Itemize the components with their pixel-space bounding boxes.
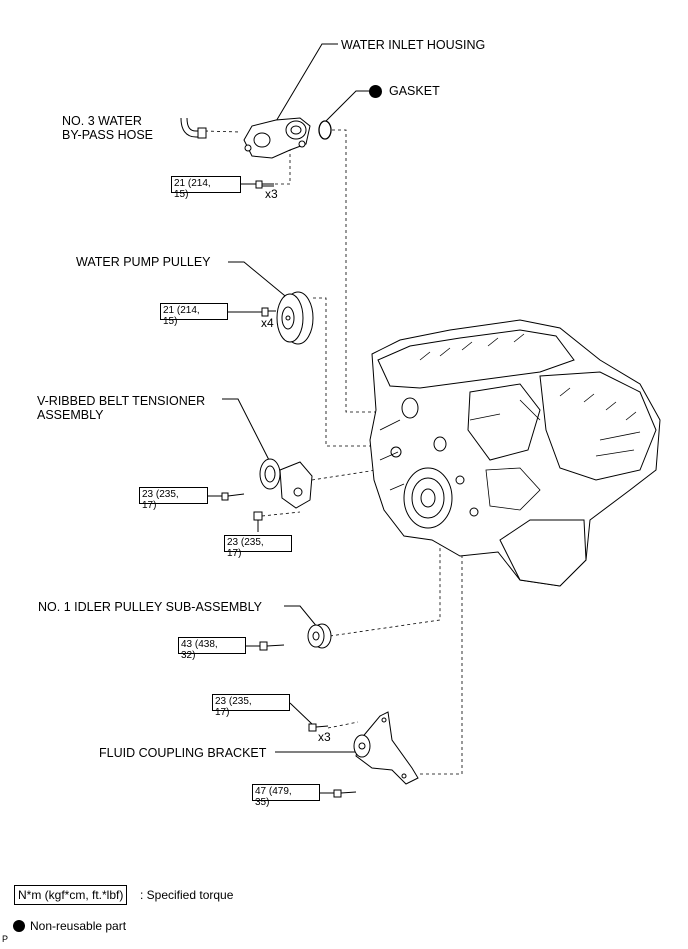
water-pump-pulley-part	[276, 291, 314, 345]
idler-bolt	[259, 641, 285, 651]
dash-pulley	[313, 297, 410, 447]
dash-bracket	[420, 520, 463, 775]
idler-pulley-part	[307, 623, 332, 649]
pulley-bolt	[261, 307, 276, 317]
label-belt-tensioner-line1: V-RIBBED BELT TENSIONER	[37, 394, 206, 408]
engine-details	[379, 333, 641, 511]
leader-tensioner	[222, 398, 271, 463]
torque-value-cont: 15)	[174, 189, 189, 200]
non-reusable-marker-gasket	[369, 85, 382, 98]
legend-non-reusable-dot	[13, 920, 25, 932]
torque-box-inlet-housing: 21 (214, 15)	[171, 176, 241, 200]
engine-block	[369, 319, 661, 587]
torque-box-tensioner-b: 23 (235, 17)	[224, 535, 292, 559]
torque-value-cont: 17)	[215, 707, 230, 718]
tensioner-bolt-b	[253, 511, 263, 532]
torque-box-idler: 43 (438, 32)	[178, 637, 246, 661]
dash-inlet-bolt	[275, 150, 291, 185]
leader-idler	[284, 605, 319, 629]
torque-box-pump-pulley: 21 (214, 15)	[160, 303, 228, 327]
label-bypass-hose-line2: BY-PASS HOSE	[62, 128, 154, 142]
corner-mark: P	[2, 934, 9, 944]
qty-bracket: x3	[318, 730, 331, 744]
dash-tens-bolt	[261, 511, 301, 517]
qty-pump-pulley: x4	[261, 316, 274, 330]
label-bypass-hose-line1: NO. 3 WATER	[62, 114, 142, 128]
tensioner-bolt-a	[221, 492, 245, 501]
torque-box-bracket-a: 23 (235, 17)	[212, 694, 290, 718]
torque-value: 21 (214,	[163, 305, 200, 316]
torque-value: 21 (214,	[174, 178, 211, 189]
dash-idler	[329, 520, 441, 637]
water-inlet-housing-part	[243, 117, 311, 159]
legend-torque-box: N*m (kgf*cm, ft.*lbf)	[14, 885, 128, 905]
torque-value: 43 (438,	[181, 639, 218, 650]
dash-hose	[204, 130, 241, 133]
gasket-part	[318, 120, 332, 140]
bracket-bolt-a	[308, 723, 329, 732]
dash-gasket	[332, 129, 395, 413]
torque-box-tensioner-a: 23 (235, 17)	[139, 487, 208, 511]
leader-bracket-bolts	[289, 702, 313, 725]
dash-bracket-bolt	[327, 721, 359, 729]
torque-value-cont: 35)	[255, 797, 270, 808]
label-idler-pulley: NO. 1 IDLER PULLEY SUB-ASSEMBLY	[38, 600, 262, 614]
qty-inlet-housing: x3	[265, 187, 278, 201]
label-gasket: GASKET	[389, 84, 440, 98]
torque-box-bracket-b: 47 (479, 35)	[252, 784, 320, 808]
torque-value: 47 (479,	[255, 786, 292, 797]
leader-gasket	[325, 90, 370, 122]
leader-water-inlet-housing	[271, 43, 338, 129]
label-fluid-coupling-bracket: FLUID COUPLING BRACKET	[99, 746, 267, 760]
torque-value: 23 (235,	[227, 537, 264, 548]
legend-torque-desc: : Specified torque	[140, 888, 234, 902]
bracket-bolt-b	[333, 789, 357, 798]
torque-value-cont: 17)	[227, 548, 242, 559]
torque-value-cont: 15)	[163, 316, 178, 327]
legend-non-reusable-text: Non-reusable part	[30, 919, 127, 933]
torque-value: 23 (235,	[142, 489, 179, 500]
leader-pump-pulley	[228, 261, 291, 301]
fluid-coupling-bracket-part	[353, 711, 419, 785]
label-water-inlet-housing: WATER INLET HOUSING	[341, 38, 486, 52]
torque-value-cont: 17)	[142, 500, 157, 511]
tensioner-part	[259, 458, 313, 509]
label-water-pump-pulley: WATER PUMP PULLEY	[76, 255, 211, 269]
label-belt-tensioner-line2: ASSEMBLY	[37, 408, 104, 422]
torque-value: 23 (235,	[215, 696, 252, 707]
inlet-bolt	[255, 180, 274, 189]
torque-value-cont: 32)	[181, 650, 196, 661]
